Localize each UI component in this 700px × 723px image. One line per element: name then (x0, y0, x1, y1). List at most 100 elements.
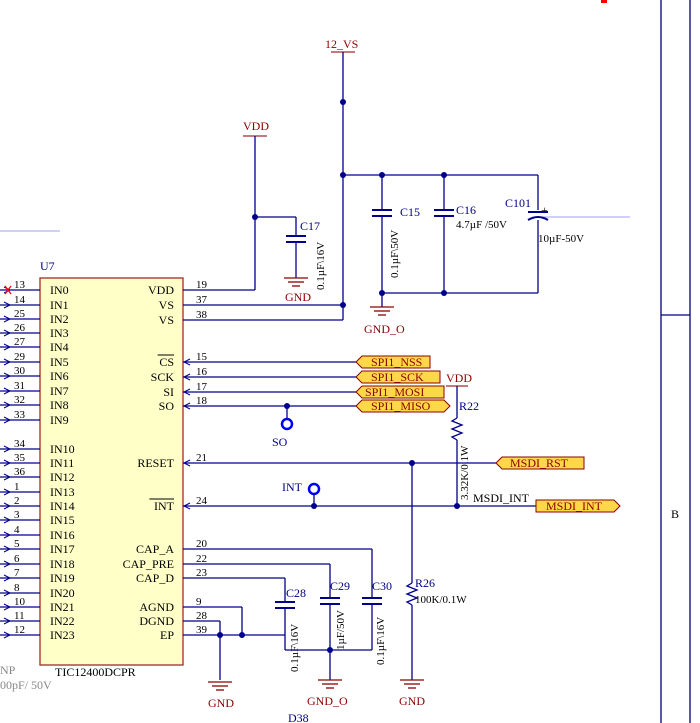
ic-left-pin-number: 3 (14, 509, 20, 521)
flag-msdi-int: MSDI_INT (535, 499, 621, 513)
pin-arrow (3, 343, 12, 351)
ic-right-pin-number: 37 (196, 294, 208, 306)
power-vdd-r22-label: VDD (446, 371, 472, 385)
ic-right-pin-name: SI (163, 385, 174, 399)
ic-left-pin-name: IN4 (50, 340, 69, 354)
ic-left-pin-number: 2 (14, 495, 20, 507)
ic-left-pin-number: 30 (14, 365, 26, 377)
ic-right-pin-name: CAP_A (136, 542, 174, 556)
ic-left-pin-name: IN14 (50, 499, 75, 513)
ic-right-pin-number: 24 (196, 495, 208, 507)
ic-left-pin-name: IN6 (50, 369, 69, 383)
ic-left-pin-number: 14 (14, 294, 26, 306)
ic-left-pin-number: 29 (14, 351, 26, 363)
ic-right-pin-number: 21 (196, 452, 207, 464)
ic-right-pin-number: 18 (196, 395, 208, 407)
flag-spi-mosi-text: SPI1_MOSI (365, 385, 424, 399)
c15-value: 0.1µF\50V (389, 230, 401, 278)
gnd-o-top-label: GND_O (364, 322, 405, 336)
ic-right-pin-name: CAP_D (136, 571, 174, 585)
ic-body (39, 277, 184, 666)
ic-left-pin-name: IN23 (50, 628, 75, 642)
pin-arrow (3, 445, 12, 453)
power-12vs-label: 12_VS (325, 37, 358, 51)
ic-right-pin-name: VDD (148, 283, 174, 297)
gnd-o-bottom-symbol (318, 679, 342, 689)
ic-ref: U7 (40, 259, 55, 273)
ic-right-pin-number: 17 (196, 381, 208, 393)
ic-right-pin-name: VS (159, 313, 174, 327)
no-connect-icon (4, 285, 12, 295)
ic-left-pin-number: 12 (14, 624, 25, 636)
c28-value: 0.1µF\16V (289, 624, 301, 672)
ic-left-pin-number: 35 (14, 452, 26, 464)
pin-arrow (3, 301, 12, 309)
ic-right-pin-number: 15 (196, 351, 208, 363)
ic-left-pin-number: 32 (14, 394, 25, 406)
pin-arrow (3, 473, 12, 481)
flag-spi-sck-text: SPI1_SCK (371, 370, 424, 384)
c29-ref: C29 (330, 579, 350, 593)
ic-left-pin-name: IN15 (50, 513, 75, 527)
pin-arrow (3, 603, 12, 611)
ic-left-pin-number: 25 (14, 308, 26, 320)
gnd-ic-symbol (208, 681, 232, 691)
ic-left-pin-number: 6 (14, 553, 20, 565)
c101-value: 10µF-50V (538, 233, 584, 245)
c30-ref: C30 (372, 579, 392, 593)
ic-left-pin-name: IN8 (50, 398, 69, 412)
r26-value: 100K/0.1W (415, 594, 467, 606)
ic-left-pin-name: IN9 (50, 413, 69, 427)
pin-arrow (3, 545, 12, 553)
c17-value: 0.1µF\16V (315, 242, 327, 290)
r22-resistor (450, 417, 464, 441)
c16-ref: C16 (456, 203, 476, 217)
partial-label-cap: 00pF/ 50V (0, 678, 52, 692)
gnd-r26-label: GND (399, 694, 425, 708)
c17-ref: C17 (300, 219, 320, 233)
c30-value: 0.1µF\16V (375, 617, 387, 665)
pin-arrow (3, 589, 12, 597)
gnd-c17-label: GND (285, 290, 311, 304)
ic-left-pin-name: IN16 (50, 528, 75, 542)
ic-left-pin-name: IN12 (50, 470, 75, 484)
ic-left-pin-number: 13 (14, 279, 26, 291)
pin-arrow (3, 358, 12, 366)
ic-part-number: TIC12400DCPR (55, 665, 136, 679)
ic-left-pin-name: IN17 (50, 542, 75, 556)
c101-polarity: + (541, 203, 548, 217)
ic-right-pin-name: DGND (139, 614, 174, 628)
flag-msdi-rst-text: MSDI_RST (510, 456, 569, 470)
ic-right-pin-number: 22 (196, 553, 207, 565)
testpoint-int (307, 482, 321, 496)
ic-left-pin-number: 4 (14, 524, 20, 536)
pin-arrow (3, 502, 12, 510)
ic-left-pin-name: IN7 (50, 384, 69, 398)
pin-arrow (3, 531, 12, 539)
flag-spi-nss: SPI1_NSS (355, 355, 431, 369)
pin-arrow (3, 387, 12, 395)
c101-curved-plate (527, 216, 549, 221)
ic-right-pin-number: 19 (196, 279, 208, 291)
junction (311, 503, 317, 509)
ic-right-pin-name: EP (160, 628, 174, 642)
ic-left-pin-name: IN13 (50, 485, 75, 499)
pin-arrow (3, 516, 12, 524)
power-vdd-label: VDD (243, 119, 269, 133)
junction (454, 503, 460, 509)
ic-right-pin-number: 9 (196, 596, 202, 608)
ic-left-pin-name: IN3 (50, 326, 69, 340)
ic-right-pin-number: 16 (196, 366, 208, 378)
pin-arrow (3, 574, 12, 582)
ic-right-pin-number: 28 (196, 610, 208, 622)
c16-value: 4.7µF /50V (456, 219, 507, 231)
ic-right-pin-number: 38 (196, 309, 208, 321)
flag-msdi-int-text: MSDI_INT (546, 499, 603, 513)
ic-right-pin-name: RESET (137, 456, 174, 470)
ic-right-pin-name: AGND (139, 600, 174, 614)
ic-left-pin-number: 26 (14, 322, 26, 334)
flag-spi-sck: SPI1_SCK (355, 370, 441, 384)
ic-right-pin-name: VS (159, 298, 174, 312)
